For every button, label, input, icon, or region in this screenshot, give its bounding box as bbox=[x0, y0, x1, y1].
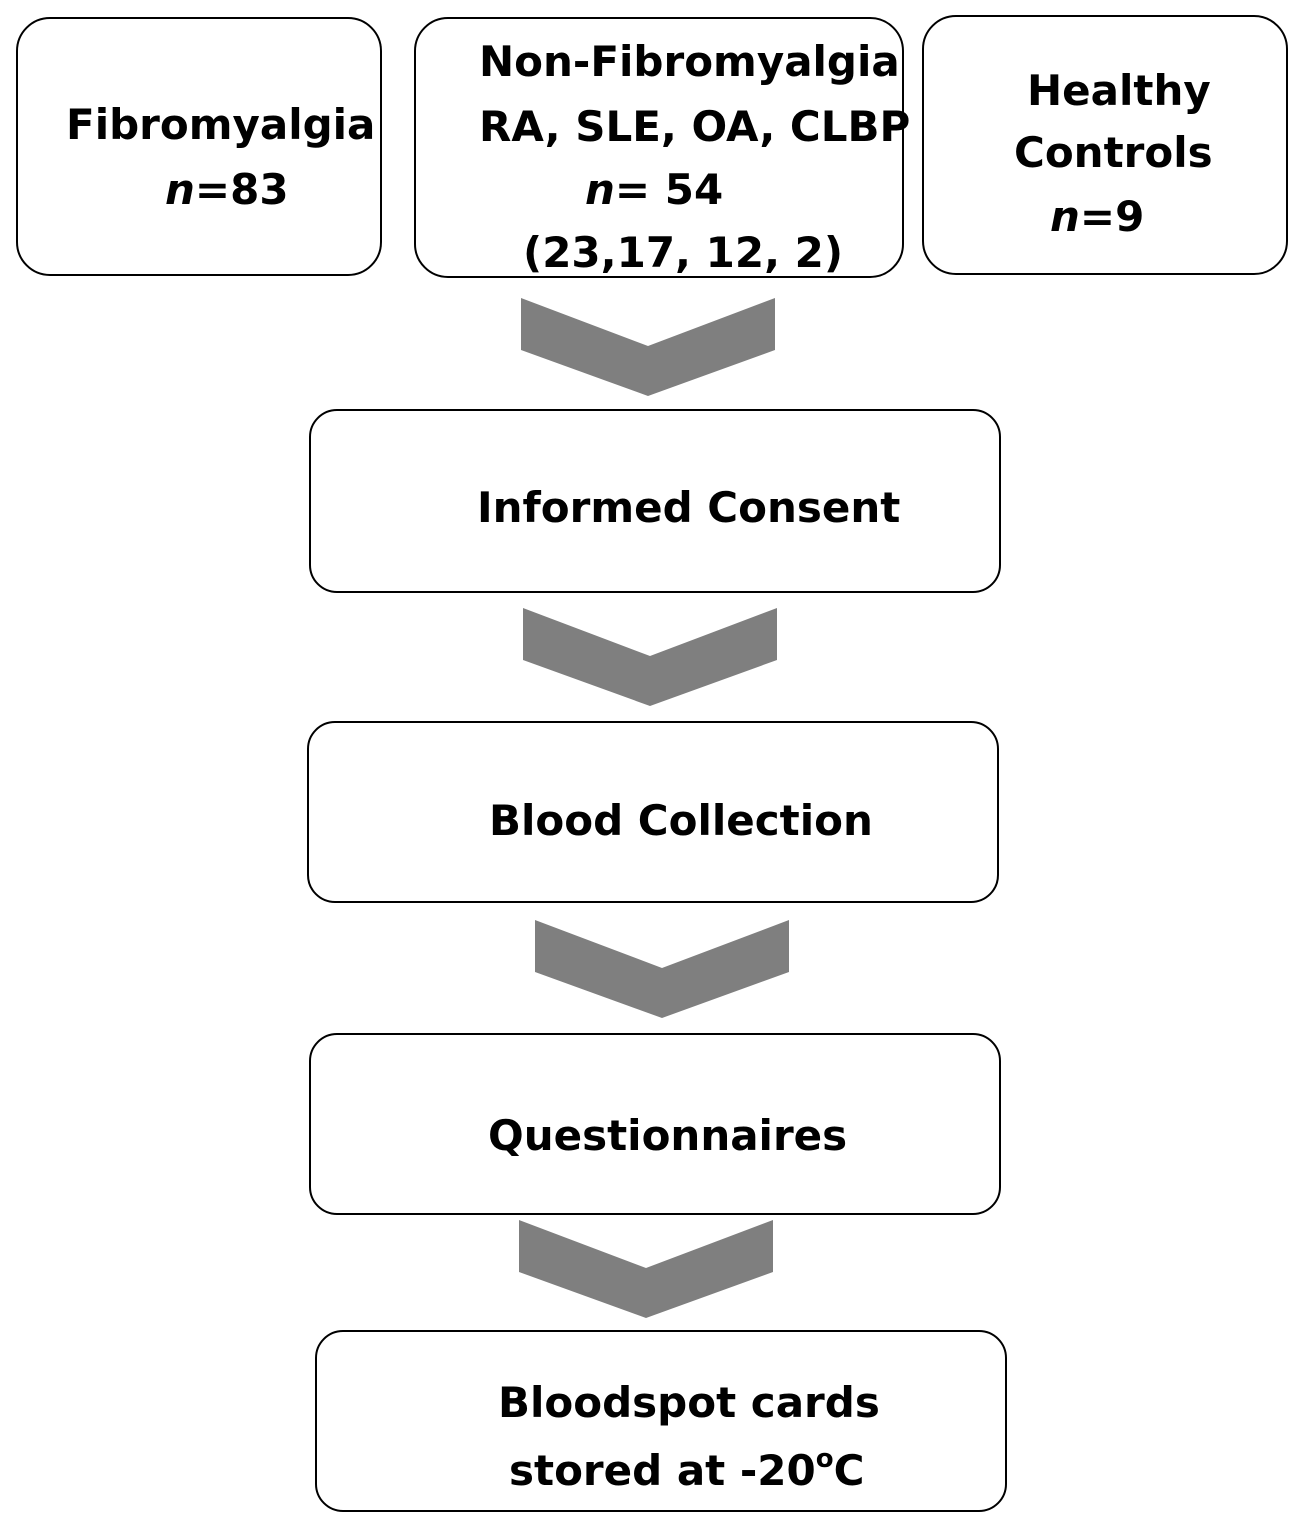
step-label-blood-collection: Blood Collection bbox=[489, 796, 873, 845]
group-name-non-fibromyalgia: Non-Fibromyalgia bbox=[479, 37, 900, 86]
chevron-arrow-icon bbox=[519, 1220, 773, 1318]
step-box-blood-collection bbox=[307, 721, 999, 903]
chevron-arrow-icon bbox=[521, 298, 775, 396]
chevron-arrow-icon bbox=[535, 920, 789, 1018]
group-name-fibromyalgia: Fibromyalgia bbox=[66, 100, 376, 149]
step-label-questionnaires: Questionnaires bbox=[488, 1111, 848, 1160]
step-label-informed-consent: Informed Consent bbox=[477, 483, 901, 532]
step-label-bloodspot-cards: Bloodspot cards bbox=[498, 1378, 880, 1427]
n-value: =9 bbox=[1079, 192, 1145, 241]
degree-symbol: o bbox=[815, 1444, 834, 1474]
group-n-healthy-controls: n=9 bbox=[1050, 196, 1144, 238]
storage-unit: C bbox=[833, 1446, 865, 1495]
group-name-healthy: Healthy bbox=[1027, 66, 1211, 115]
group-box-non-fibromyalgia bbox=[414, 17, 904, 278]
group-box-fibromyalgia bbox=[16, 17, 382, 276]
step-label-storage-temperature: stored at -20oC bbox=[509, 1446, 864, 1492]
group-n-non-fibromyalgia: n= 54 bbox=[585, 169, 723, 211]
group-n-fibromyalgia: n=83 bbox=[165, 169, 289, 211]
group-box-healthy-controls bbox=[922, 15, 1288, 275]
step-box-bloodspot-cards bbox=[315, 1330, 1007, 1512]
n-value: = 54 bbox=[614, 165, 724, 214]
chevron-arrow-icon bbox=[523, 608, 777, 706]
n-symbol: n bbox=[1050, 192, 1080, 241]
n-symbol: n bbox=[165, 165, 195, 214]
group-name-controls: Controls bbox=[1014, 128, 1213, 177]
group-conditions-non-fibromyalgia: RA, SLE, OA, CLBP bbox=[479, 102, 911, 151]
n-value: =83 bbox=[194, 165, 289, 214]
step-box-informed-consent bbox=[309, 409, 1001, 593]
step-box-questionnaires bbox=[309, 1033, 1001, 1215]
n-symbol: n bbox=[585, 165, 615, 214]
group-breakdown-non-fibromyalgia: (23,17, 12, 2) bbox=[523, 228, 844, 277]
storage-prefix: stored at -20 bbox=[509, 1446, 816, 1495]
